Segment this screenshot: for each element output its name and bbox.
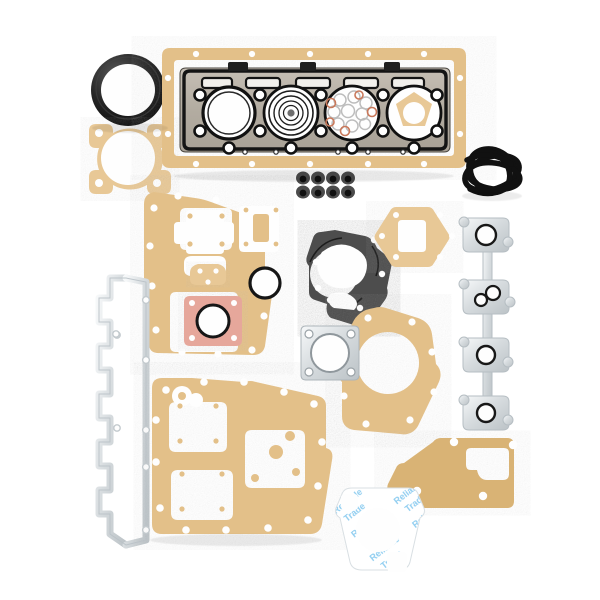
part-small-trilobe-gasket: [190, 264, 226, 285]
timing-cover-window-right: [239, 206, 279, 252]
head-gasket-bore-3: [323, 84, 381, 142]
manifold-port: [458, 216, 514, 253]
part-carburetor-insulator-gasket: [335, 487, 425, 572]
head-gasket-bore-1: [201, 85, 257, 141]
valve-seal: [341, 185, 355, 199]
contact-shadows: [92, 123, 522, 546]
part-cylinder-head-gasket: [179, 62, 451, 155]
valve-seal: [296, 185, 310, 199]
part-intake-manifold-gasket: [458, 216, 516, 431]
valve-cover-bolt-holes: [112, 295, 151, 535]
part-rubber-hose-coil: [462, 146, 523, 197]
head-gasket-bore-2: [262, 84, 320, 142]
manifold-port: [458, 336, 514, 373]
part-thermostat-housing-gasket: [374, 207, 455, 267]
valve-seal: [326, 185, 340, 199]
part-crank-seal-oring: [91, 54, 165, 126]
manifold-port: [458, 278, 516, 315]
valve-seal: [311, 185, 325, 199]
timing-cover-oring: [248, 266, 282, 300]
part-oil-pump-gasket-pink: [184, 296, 242, 346]
part-exhaust-flange-gasket: [300, 325, 360, 381]
part-water-pump-gasket: [306, 230, 392, 327]
timing-cover-cutouts: [174, 210, 234, 254]
part-water-pump-plate-gasket: [89, 124, 171, 194]
valve-cover-gasket-outline: [98, 277, 147, 546]
part-oil-pan-side-gasket: [387, 437, 518, 508]
manifold-port: [458, 394, 514, 431]
part-head-cover-outer-gasket: [162, 48, 466, 168]
head-gasket-bore-4: [385, 84, 443, 142]
part-crankcase-gasket: [152, 378, 333, 534]
